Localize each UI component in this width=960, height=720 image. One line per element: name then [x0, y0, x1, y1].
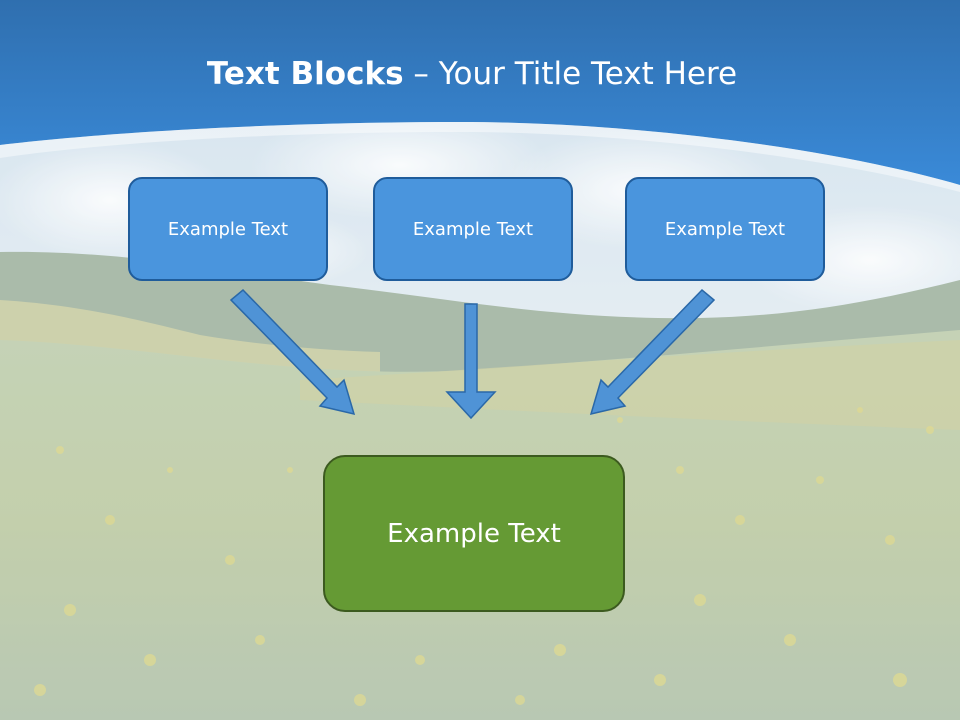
text-block-1[interactable]: Example Text — [128, 177, 328, 281]
text-block-3[interactable]: Example Text — [625, 177, 825, 281]
title-dash: – — [413, 56, 429, 92]
result-block[interactable]: Example Text — [323, 455, 625, 612]
text-block-2[interactable]: Example Text — [373, 177, 573, 281]
title-bold-part: Text Blocks — [206, 56, 404, 92]
text-block-1-label: Example Text — [167, 218, 289, 240]
arrow-left-diagonal — [229, 288, 356, 416]
arrow-center-down — [445, 303, 497, 420]
text-block-2-label: Example Text — [412, 218, 534, 240]
slide-title: Text Blocks – Your Title Text Here — [0, 52, 944, 96]
title-rest: Your Title Text Here — [438, 56, 738, 92]
result-block-label: Example Text — [387, 518, 561, 549]
arrow-right-diagonal — [589, 288, 716, 416]
text-block-3-label: Example Text — [664, 218, 786, 240]
